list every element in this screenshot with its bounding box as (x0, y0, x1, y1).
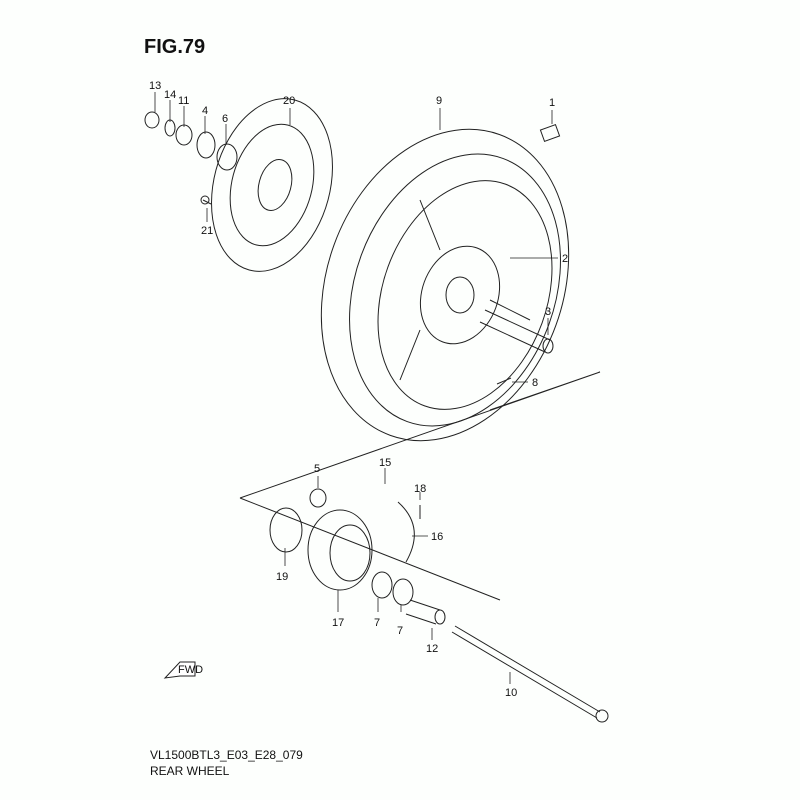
callout[interactable]: 7 (374, 617, 380, 629)
sprocket-carrier[interactable] (307, 509, 373, 591)
valve-cap (539, 123, 561, 143)
figure-name: REAR WHEEL (150, 764, 230, 778)
fwd-arrow-icon: FWD (163, 661, 203, 679)
svg-text:FWD: FWD (178, 664, 203, 676)
callout[interactable]: 3 (545, 306, 551, 318)
callout[interactable]: 7 (397, 625, 403, 637)
spacer-12 (405, 599, 441, 625)
callout[interactable]: 21 (201, 225, 213, 237)
callout[interactable]: 9 (436, 95, 442, 107)
figure-title: FIG.79 (144, 36, 206, 58)
callout[interactable]: 8 (532, 377, 538, 389)
callout[interactable]: 17 (332, 617, 344, 629)
callout[interactable]: 4 (202, 105, 208, 117)
callout[interactable]: 19 (276, 571, 288, 583)
damper-5 (309, 488, 327, 508)
o-ring (269, 507, 303, 553)
brake-disc[interactable] (193, 85, 351, 285)
bolt-21 (202, 199, 212, 205)
callout[interactable]: 11 (178, 95, 189, 107)
callout[interactable]: 20 (283, 95, 295, 107)
callout[interactable]: 15 (379, 457, 391, 469)
axle-10 (451, 625, 601, 719)
callout[interactable]: 16 (431, 531, 443, 543)
bearing-7a (371, 571, 393, 599)
callout[interactable]: 10 (505, 687, 517, 699)
axle-sleeve[interactable] (479, 309, 551, 353)
callout[interactable]: 5 (314, 463, 320, 475)
wheel-hub[interactable] (399, 199, 531, 381)
callout-labels: 13 14 11 4 6 20 9 1 21 2 3 8 5 15 18 16 … (149, 80, 568, 699)
callout[interactable]: 1 (549, 97, 555, 109)
callout[interactable]: 13 (149, 80, 161, 92)
clip-16 (397, 501, 415, 563)
callout[interactable]: 18 (414, 483, 426, 495)
rear-tire[interactable] (279, 94, 610, 475)
callout[interactable]: 14 (164, 89, 176, 101)
callout[interactable]: 2 (562, 253, 568, 265)
callout[interactable]: 12 (426, 643, 438, 655)
figure-code: VL1500BTL3_E03_E28_079 (150, 748, 303, 762)
valve-8 (496, 377, 512, 385)
callout[interactable]: 6 (222, 113, 228, 125)
bearing-7b (392, 578, 414, 606)
axle-spacers[interactable] (144, 111, 238, 171)
